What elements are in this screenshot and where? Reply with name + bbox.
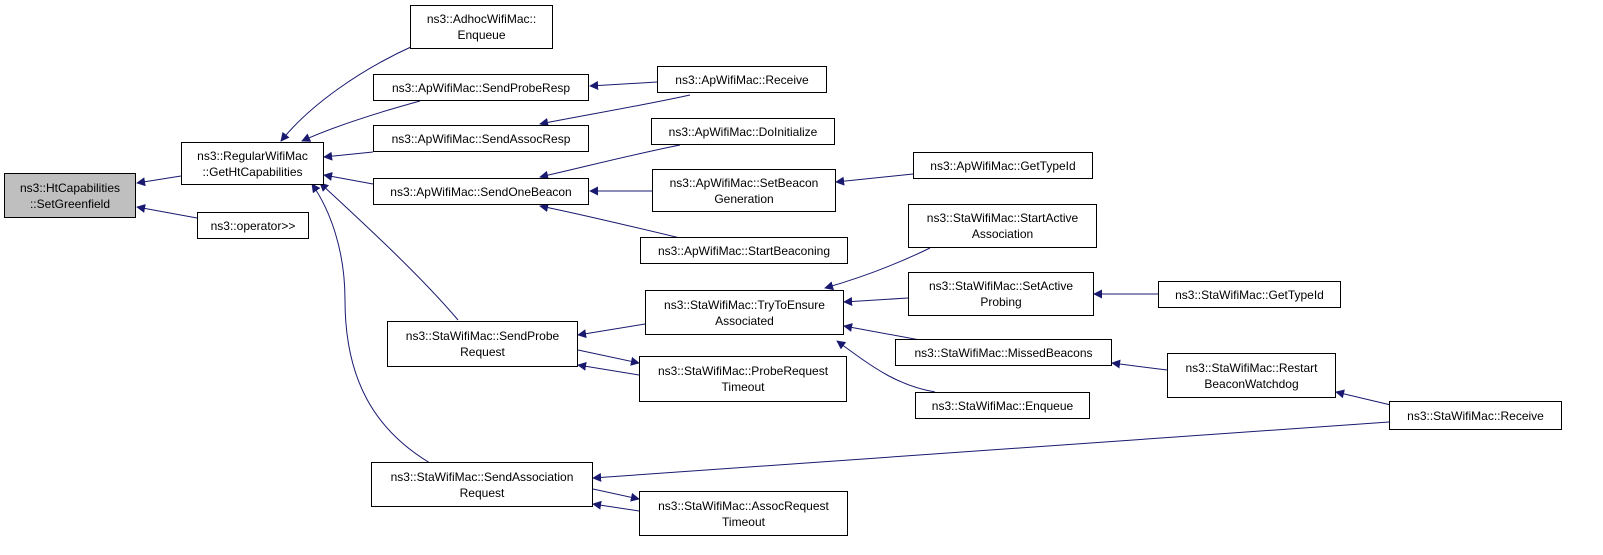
node-label-line: ns3::ApWifiMac::DoInitialize [668,124,818,139]
node-label-line: BeaconWatchdog [1204,376,1299,391]
node-label-line: ns3::ApWifiMac::SetBeacon [669,175,819,190]
node-stawifimac-proberequesttimeout[interactable]: ns3::StaWifiMac::ProbeRequest Timeout [639,356,847,402]
node-regularwifimac-gethtcapabilities[interactable]: ns3::RegularWifiMac ::GetHtCapabilities [181,142,324,185]
node-label-line: ns3::ApWifiMac::GetTypeId [930,158,1076,173]
node-label-line: ns3::StaWifiMac::SendAssociation [390,469,574,484]
node-label-line: Timeout [722,514,765,529]
node-label-line: Request [460,345,505,359]
node-stawifimac-trytoensureassociated[interactable]: ns3::StaWifiMac::TryToEnsure Associated [645,290,844,335]
edge-assoc-timeout-to-send-assoc [592,500,640,512]
node-apwifimac-gettypeid[interactable]: ns3::ApWifiMac::GetTypeId [913,152,1093,179]
edge-set-active-to-try [843,297,909,306]
node-stawifimac-sendproberequest[interactable]: ns3::StaWifiMac::SendProbe Request [387,321,578,367]
node-apwifimac-sendassocresp[interactable]: ns3::ApWifiMac::SendAssocResp [373,125,589,152]
node-htcapabilities-setgreenfield[interactable]: ns3::HtCapabilities ::SetGreenfield [4,173,136,218]
node-label-line: Probing [980,295,1022,309]
node-label-line: Timeout [721,380,765,394]
node-label-line: ns3::StaWifiMac::AssocRequest [658,498,829,513]
edge-restart-to-missed [1111,359,1168,371]
node-apwifimac-startbeaconing[interactable]: ns3::ApWifiMac::StartBeaconing [640,237,848,264]
edge-start-beaconing-to-one-beacon [539,203,681,239]
node-adhocwifimac-enqueue[interactable]: ns3::AdhocWifiMac:: Enqueue [410,5,553,49]
edge-ap-receive-to-probe-resp [589,81,658,91]
node-label-line: ns3::ApWifiMac::SendOneBeacon [390,184,572,199]
node-apwifimac-sendonebeacon[interactable]: ns3::ApWifiMac::SendOneBeacon [373,178,589,205]
node-label-line: ns3::HtCapabilities [19,180,121,195]
node-label-line: ns3::operator>> [210,218,296,233]
edge-probe-resp-to-regular [301,100,421,142]
node-label-line: ns3::StaWifiMac::StartActive [926,211,1079,225]
node-label-line: ::GetHtCapabilities [202,164,303,179]
edge-missed-to-try [843,323,921,341]
node-apwifimac-sendproberesp[interactable]: ns3::ApWifiMac::SendProbeResp [373,74,589,101]
node-stawifimac-sendassociationrequest[interactable]: ns3::StaWifiMac::SendAssociation Request [371,462,593,507]
edge-send-assoc-to-regular [311,183,431,464]
node-label-line: ns3::ApWifiMac::StartBeaconing [657,243,831,258]
edge-operator-to-root [136,204,198,219]
node-label-line: Request [459,485,505,500]
node-label-line: ns3::ApWifiMac::Receive [675,72,809,87]
edge-probe-timeout-to-send-probe [577,361,640,376]
node-apwifimac-doinitialize[interactable]: ns3::ApWifiMac::DoInitialize [651,118,835,145]
node-label-line: Enqueue [457,28,506,42]
node-label-line: Association [971,227,1034,241]
node-label-line: ns3::StaWifiMac::ProbeRequest [657,364,829,378]
edge-sta-receive-to-restart [1335,389,1396,407]
edge-send-probe-to-probe-timeout [577,349,640,366]
node-label-line: ns3::AdhocWifiMac:: [426,12,537,26]
edge-ap-receive-to-assoc-resp [539,94,691,127]
edge-do-init-to-one-beacon [539,144,681,180]
node-apwifimac-setbeacongeneration[interactable]: ns3::ApWifiMac::SetBeacon Generation [652,169,836,212]
node-label-line: ns3::StaWifiMac::SetActive [928,279,1074,293]
node-label-line: ::SetGreenfield [29,196,111,211]
node-label-line: ns3::RegularWifiMac [197,148,308,163]
node-label-line: ns3::StaWifiMac::GetTypeId [1175,287,1324,302]
node-label-line: ns3::ApWifiMac::SendAssocResp [391,131,571,146]
node-stawifimac-restartbeaconwatchdog[interactable]: ns3::StaWifiMac::Restart BeaconWatchdog [1167,353,1336,398]
edge-send-assoc-to-assoc-timeout [592,488,640,502]
node-label-line: Generation [714,191,774,206]
node-stawifimac-setactiveprobing[interactable]: ns3::StaWifiMac::SetActive Probing [908,272,1094,316]
node-stawifimac-assocrequesttimeout[interactable]: ns3::StaWifiMac::AssocRequest Timeout [639,491,848,536]
node-label-line: ns3::ApWifiMac::SendProbeResp [391,80,571,95]
node-stawifimac-missedbeacons[interactable]: ns3::StaWifiMac::MissedBeacons [895,339,1112,366]
edge-assoc-resp-to-regular [323,151,374,161]
node-stawifimac-enqueue[interactable]: ns3::StaWifiMac::Enqueue [915,392,1090,419]
node-label-line: Associated [715,313,774,328]
edge-sta-enqueue-to-try [836,340,936,393]
edge-ap-gettypeid-to-set-beacon [835,173,914,186]
edge-start-active-to-try [824,247,931,291]
node-label-line: ns3::StaWifiMac::SendProbe [405,329,560,343]
node-label-line: ns3::StaWifiMac::Restart [1185,360,1318,375]
node-label-line: ns3::StaWifiMac::TryToEnsure [664,297,825,312]
edge-sta-receive-to-send-assoc [592,421,1390,482]
edge-adhoc-to-regular [280,45,414,142]
node-operator-shift[interactable]: ns3::operator>> [197,212,309,239]
node-label-line: ns3::StaWifiMac::Receive [1407,408,1544,423]
edge-try-ensure-to-send-probe [577,323,646,339]
node-apwifimac-receive[interactable]: ns3::ApWifiMac::Receive [657,66,827,93]
edge-regular-to-root [136,175,182,187]
node-label-line: ns3::StaWifiMac::Enqueue [931,398,1074,413]
edge-send-probe-to-regular [319,182,459,321]
node-stawifimac-receive[interactable]: ns3::StaWifiMac::Receive [1389,401,1562,430]
node-label-line: ns3::StaWifiMac::MissedBeacons [914,345,1093,360]
node-stawifimac-gettypeid[interactable]: ns3::StaWifiMac::GetTypeId [1158,281,1341,308]
node-stawifimac-startactiveassociation[interactable]: ns3::StaWifiMac::StartActive Association [908,204,1097,248]
edge-one-beacon-to-regular [323,172,374,185]
